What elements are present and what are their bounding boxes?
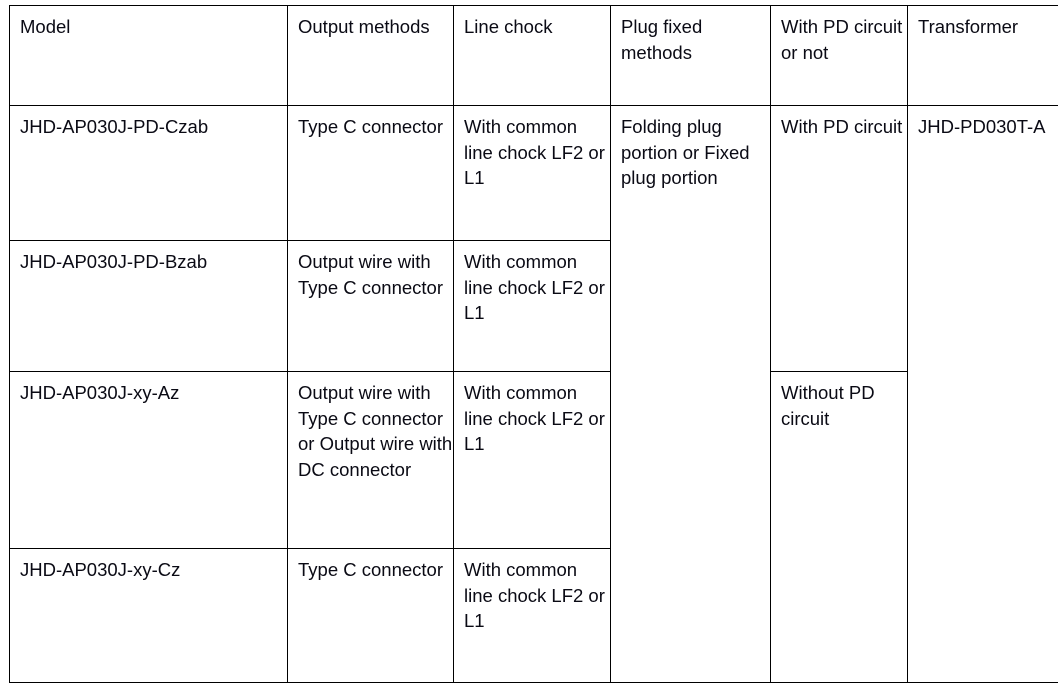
- column-header-pd-circuit-label: With PD circuit or not: [781, 14, 907, 65]
- cell-transformer: JHD-PD030T-A: [908, 106, 1058, 683]
- cell-output-methods: Type C connector: [288, 106, 454, 241]
- column-header-plug-fixed-methods-label: Plug fixed methods: [621, 14, 770, 65]
- cell-output-methods-value: Type C connector: [298, 114, 453, 140]
- cell-model: JHD-AP030J-xy-Cz: [10, 549, 288, 683]
- cell-model-value: JHD-AP030J-xy-Az: [20, 380, 287, 406]
- column-header-output-methods-label: Output methods: [298, 14, 453, 40]
- cell-output-methods-value: Output wire with Type C connector or Out…: [298, 380, 453, 482]
- cell-model-value: JHD-AP030J-PD-Bzab: [20, 249, 287, 275]
- cell-line-chock-value: With common line chock LF2 or L1: [464, 249, 610, 326]
- column-header-model-label: Model: [20, 14, 287, 40]
- cell-plug-fixed-methods-value: Folding plug portion or Fixed plug porti…: [621, 114, 770, 191]
- cell-output-methods: Type C connector: [288, 549, 454, 683]
- column-header-line-chock: Line chock: [454, 6, 611, 106]
- column-header-line-chock-label: Line chock: [464, 14, 610, 40]
- cell-pd-circuit-without: Without PD circuit: [771, 372, 908, 683]
- cell-output-methods: Output wire with Type C connector or Out…: [288, 372, 454, 549]
- cell-plug-fixed-methods: Folding plug portion or Fixed plug porti…: [611, 106, 771, 683]
- table-header-row: Model Output methods Line chock Plug fix…: [10, 6, 1058, 106]
- cell-model-value: JHD-AP030J-xy-Cz: [20, 557, 287, 583]
- cell-pd-circuit-with: With PD circuit: [771, 106, 908, 372]
- cell-model: JHD-AP030J-PD-Bzab: [10, 241, 288, 372]
- cell-pd-circuit-without-value: Without PD circuit: [781, 380, 907, 431]
- cell-output-methods-value: Type C connector: [298, 557, 453, 583]
- model-specification-table: Model Output methods Line chock Plug fix…: [9, 5, 1058, 683]
- cell-line-chock-value: With common line chock LF2 or L1: [464, 114, 610, 191]
- column-header-model: Model: [10, 6, 288, 106]
- table-row: JHD-AP030J-PD-Czab Type C connector With…: [10, 106, 1058, 241]
- column-header-pd-circuit: With PD circuit or not: [771, 6, 908, 106]
- cell-model: JHD-AP030J-PD-Czab: [10, 106, 288, 241]
- cell-output-methods-value: Output wire with Type C connector: [298, 249, 453, 300]
- cell-line-chock: With common line chock LF2 or L1: [454, 372, 611, 549]
- cell-output-methods: Output wire with Type C connector: [288, 241, 454, 372]
- cell-model-value: JHD-AP030J-PD-Czab: [20, 114, 287, 140]
- column-header-output-methods: Output methods: [288, 6, 454, 106]
- cell-model: JHD-AP030J-xy-Az: [10, 372, 288, 549]
- cell-line-chock: With common line chock LF2 or L1: [454, 106, 611, 241]
- cell-transformer-value: JHD-PD030T-A: [918, 114, 1058, 140]
- cell-line-chock: With common line chock LF2 or L1: [454, 241, 611, 372]
- cell-line-chock: With common line chock LF2 or L1: [454, 549, 611, 683]
- column-header-plug-fixed-methods: Plug fixed methods: [611, 6, 771, 106]
- cell-pd-circuit-with-value: With PD circuit: [781, 114, 907, 140]
- cell-line-chock-value: With common line chock LF2 or L1: [464, 557, 610, 634]
- column-header-transformer: Transformer: [908, 6, 1058, 106]
- column-header-transformer-label: Transformer: [918, 14, 1058, 40]
- cell-line-chock-value: With common line chock LF2 or L1: [464, 380, 610, 457]
- document-page: Model Output methods Line chock Plug fix…: [0, 0, 1058, 646]
- table-row: JHD-AP030J-xy-Az Output wire with Type C…: [10, 372, 1058, 549]
